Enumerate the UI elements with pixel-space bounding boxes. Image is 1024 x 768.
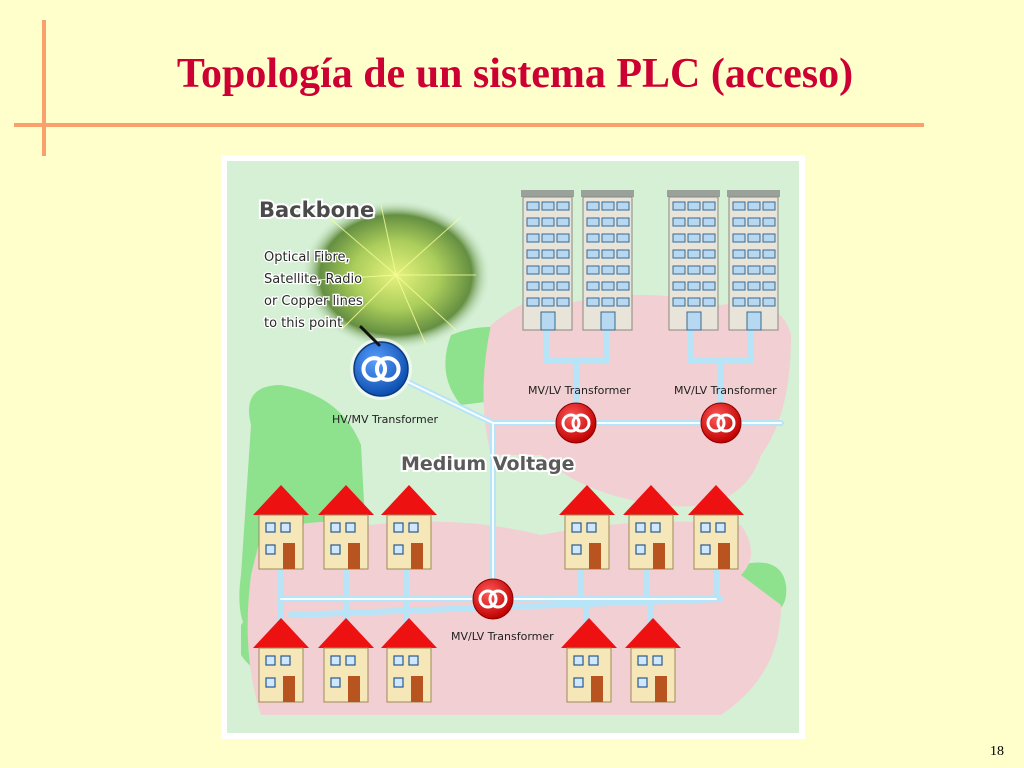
- slide-title: Topología de un sistema PLC (acceso): [176, 51, 854, 97]
- mv-lv-transformer-label: MV/LV Transformer: [674, 384, 777, 397]
- mv-lv-transformer-icon: [472, 578, 514, 620]
- apartment-building: [580, 189, 635, 331]
- mv-lv-transformer-icon: [700, 402, 742, 444]
- fibre-optic-glow: [301, 200, 491, 350]
- mv-lv-transformer-label: MV/LV Transformer: [451, 630, 554, 643]
- mv-lv-transformer-icon: [555, 402, 597, 444]
- mv-lv-transformer-label: MV/LV Transformer: [528, 384, 631, 397]
- medium-voltage-label: Medium Voltage: [401, 453, 574, 475]
- hv-mv-transformer-label: HV/MV Transformer: [332, 413, 438, 426]
- backbone-description-line: Optical Fibre,: [264, 250, 350, 265]
- vertical-accent-line: [42, 20, 46, 156]
- apartment-building: [666, 189, 721, 331]
- plc-topology-diagram: Backbone Optical Fibre, Satellite, Radio…: [221, 155, 805, 739]
- backbone-description-line: to this point: [264, 316, 342, 331]
- hv-mv-transformer-icon: [350, 338, 412, 400]
- backbone-heading: Backbone: [259, 198, 374, 222]
- backbone-description-line: Satellite, Radio: [264, 272, 362, 287]
- backbone-pointer: [359, 325, 381, 347]
- apartment-building: [520, 189, 575, 331]
- horizontal-accent-line: [14, 123, 924, 127]
- backbone-description-line: or Copper lines: [264, 294, 363, 309]
- apartment-building: [726, 189, 781, 331]
- page-number: 18: [990, 744, 1004, 759]
